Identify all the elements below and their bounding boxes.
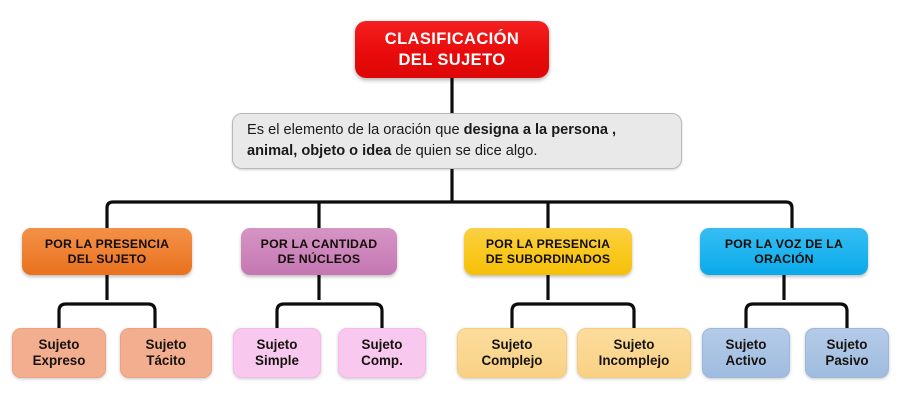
leaf-label-line2: Expreso bbox=[32, 353, 86, 368]
leaf-node-label: Sujeto Activo bbox=[726, 337, 767, 370]
definition-text-plain-2: de quien se dice algo. bbox=[391, 143, 538, 159]
definition-text-plain-1: Es el elemento de la oración que bbox=[247, 121, 464, 138]
leaf-label-line1: Sujeto bbox=[613, 336, 655, 352]
leaf-node-label: Sujeto Complejo bbox=[481, 337, 542, 370]
definition-text-bold-2: animal, objeto o idea bbox=[247, 143, 392, 159]
leaf-label-line2: Complejo bbox=[481, 353, 543, 368]
leaf-label-line1: Sujeto bbox=[38, 336, 80, 352]
category-label-line2: DE SUBORDINADOS bbox=[485, 251, 611, 266]
leaf-node-label: Sujeto Simple bbox=[255, 337, 299, 370]
category-label-line1: POR LA PRESENCIA bbox=[485, 236, 611, 251]
definition-text-bold-1: designa a la persona , bbox=[463, 121, 617, 138]
leaf-node-label: Sujeto Pasivo bbox=[825, 337, 868, 370]
definition-node: Es el elemento de la oración que designa… bbox=[232, 113, 682, 169]
category-node-label: POR LA CANTIDAD DE NÚCLEOS bbox=[261, 237, 378, 267]
connector-bus bbox=[105, 200, 794, 275]
root-node-label-line2: DEL SUJETO bbox=[398, 50, 506, 69]
leaf-node-sujeto-incomplejo[interactable]: Sujeto Incomplejo bbox=[577, 328, 691, 378]
leaf-label-line1: Sujeto bbox=[361, 336, 403, 352]
category-label-line1: POR LA CANTIDAD bbox=[260, 236, 378, 251]
category-node-presencia-del-sujeto[interactable]: POR LA PRESENCIA DEL SUJETO bbox=[22, 228, 192, 275]
leaf-node-sujeto-tacito[interactable]: Sujeto Tácito bbox=[120, 328, 212, 378]
leaf-label-line2: Incomplejo bbox=[598, 353, 670, 368]
leaf-node-sujeto-pasivo[interactable]: Sujeto Pasivo bbox=[805, 328, 889, 378]
leaf-node-label: Sujeto Expreso bbox=[33, 337, 86, 370]
connector-cat-1-bracket bbox=[275, 302, 384, 328]
leaf-label-line1: Sujeto bbox=[256, 336, 298, 352]
leaf-label-line1: Sujeto bbox=[491, 336, 533, 352]
category-node-cantidad-de-nucleos[interactable]: POR LA CANTIDAD DE NÚCLEOS bbox=[241, 228, 397, 275]
leaf-label-line1: Sujeto bbox=[826, 336, 868, 352]
leaf-label-line1: Sujeto bbox=[725, 336, 767, 352]
category-label-line2: DE NÚCLEOS bbox=[277, 251, 361, 266]
leaf-label-line2: Simple bbox=[255, 353, 299, 368]
leaf-node-sujeto-simple[interactable]: Sujeto Simple bbox=[233, 328, 321, 378]
leaf-label-line2: Tácito bbox=[146, 353, 186, 368]
leaf-node-sujeto-expreso[interactable]: Sujeto Expreso bbox=[12, 328, 106, 378]
category-label-line2: ORACIÓN bbox=[754, 251, 814, 266]
leaf-node-label: Sujeto Tácito bbox=[146, 337, 187, 370]
root-node-label-line1: CLASIFICACIÓN bbox=[384, 30, 520, 49]
category-label-line1: POR LA PRESENCIA bbox=[44, 236, 170, 251]
leaf-node-label: Sujeto Comp. bbox=[361, 337, 403, 370]
leaf-label-line2: Comp. bbox=[361, 353, 403, 368]
root-node-label: CLASIFICACIÓN DEL SUJETO bbox=[385, 29, 519, 69]
category-label-line1: POR LA VOZ DE LA bbox=[724, 236, 844, 251]
category-node-label: POR LA PRESENCIA DEL SUJETO bbox=[45, 237, 169, 267]
category-label-line2: DEL SUJETO bbox=[67, 251, 147, 266]
leaf-label-line2: Pasivo bbox=[825, 353, 869, 368]
connector-cat-2-bracket bbox=[510, 302, 636, 328]
connector-cat-0-bracket bbox=[57, 302, 157, 328]
root-node-clasificacion-del-sujeto[interactable]: CLASIFICACIÓN DEL SUJETO bbox=[355, 21, 549, 78]
leaf-node-sujeto-compuesto[interactable]: Sujeto Comp. bbox=[338, 328, 426, 378]
category-node-voz-de-la-oracion[interactable]: POR LA VOZ DE LA ORACIÓN bbox=[700, 228, 868, 275]
category-node-label: POR LA VOZ DE LA ORACIÓN bbox=[725, 237, 843, 267]
connector-cat-3-bracket bbox=[744, 302, 849, 328]
leaf-node-sujeto-activo[interactable]: Sujeto Activo bbox=[702, 328, 790, 378]
definition-text: Es el elemento de la oración que designa… bbox=[247, 120, 669, 162]
leaf-node-label: Sujeto Incomplejo bbox=[599, 337, 670, 370]
leaf-node-sujeto-complejo[interactable]: Sujeto Complejo bbox=[457, 328, 567, 378]
leaf-label-line2: Activo bbox=[725, 353, 767, 368]
category-node-presencia-de-subordinados[interactable]: POR LA PRESENCIA DE SUBORDINADOS bbox=[464, 228, 632, 275]
category-node-label: POR LA PRESENCIA DE SUBORDINADOS bbox=[486, 237, 611, 267]
leaf-label-line1: Sujeto bbox=[145, 336, 187, 352]
